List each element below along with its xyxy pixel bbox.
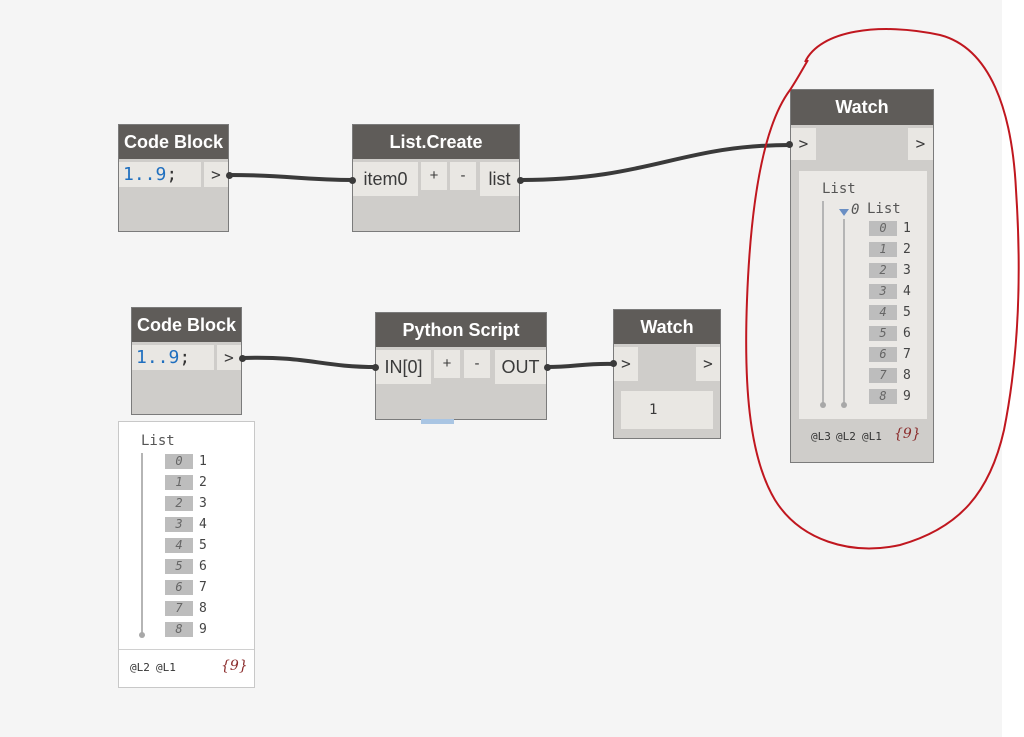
code-input[interactable]: 1..9; bbox=[132, 345, 214, 370]
preview-footer bbox=[119, 649, 254, 650]
list-item-value: 2 bbox=[903, 242, 911, 257]
output-port-list[interactable]: list bbox=[480, 162, 519, 196]
watch-node-small[interactable]: Watch > > 1 bbox=[613, 309, 721, 439]
list-item-value: 4 bbox=[903, 284, 911, 299]
code-terminator: ; bbox=[166, 164, 178, 185]
list-item-index: 1 bbox=[165, 475, 193, 490]
list-item-index: 8 bbox=[165, 622, 193, 637]
input-connector-dot[interactable] bbox=[349, 177, 356, 184]
code-range: 1..9 bbox=[123, 164, 167, 185]
outer-tree-end bbox=[820, 402, 826, 408]
add-input-button[interactable]: + bbox=[421, 162, 447, 190]
list-item-index: 0 bbox=[869, 221, 897, 236]
list-item-value: 9 bbox=[199, 622, 207, 637]
list-item-value: 3 bbox=[903, 263, 911, 278]
tree-line bbox=[141, 453, 143, 635]
list-item-index: 5 bbox=[165, 559, 193, 574]
output-connector-dot[interactable] bbox=[239, 355, 246, 362]
input-port[interactable]: > bbox=[791, 128, 816, 160]
input-port-in0[interactable]: IN[0] bbox=[376, 350, 431, 384]
code-block-node-2[interactable]: Code Block 1..9; > bbox=[131, 307, 242, 415]
list-item-value: 5 bbox=[199, 538, 207, 553]
list-item-index: 1 bbox=[869, 242, 897, 257]
list-item-value: 2 bbox=[199, 475, 207, 490]
list-item-value: 7 bbox=[199, 580, 207, 595]
list-item-index: 7 bbox=[165, 601, 193, 616]
watch-value-display: 1 bbox=[621, 391, 713, 429]
list-item-value: 4 bbox=[199, 517, 207, 532]
preview-toggle-handle[interactable] bbox=[421, 419, 454, 424]
input-connector-dot[interactable] bbox=[610, 360, 617, 367]
python-script-node[interactable]: Python Script IN[0] + - OUT bbox=[375, 312, 547, 420]
output-port[interactable]: > bbox=[217, 345, 241, 370]
item-count: {9} bbox=[221, 658, 248, 674]
list-item-index: 5 bbox=[869, 326, 897, 341]
node-title[interactable]: Watch bbox=[614, 310, 720, 344]
list-item-index: 4 bbox=[165, 538, 193, 553]
output-port[interactable]: > bbox=[908, 128, 933, 160]
remove-input-button[interactable]: - bbox=[450, 162, 476, 190]
output-port-out[interactable]: OUT bbox=[495, 350, 546, 384]
list-item-value: 8 bbox=[199, 601, 207, 616]
input-port[interactable]: > bbox=[614, 347, 638, 381]
list-create-node[interactable]: List.Create item0 + - list bbox=[352, 124, 520, 232]
list-item-index: 6 bbox=[165, 580, 193, 595]
list-item-index: 3 bbox=[165, 517, 193, 532]
output-connector-dot[interactable] bbox=[517, 177, 524, 184]
node-title[interactable]: Code Block bbox=[132, 308, 241, 342]
list-item-index: 7 bbox=[869, 368, 897, 383]
list-item-index: 8 bbox=[869, 389, 897, 404]
input-port-item0[interactable]: item0 bbox=[353, 162, 418, 196]
code-terminator: ; bbox=[179, 347, 191, 368]
list-item-index: 3 bbox=[869, 284, 897, 299]
output-port[interactable]: > bbox=[696, 347, 720, 381]
list-item-value: 6 bbox=[903, 326, 911, 341]
input-connector-dot[interactable] bbox=[786, 141, 793, 148]
preview-list-label: List bbox=[141, 433, 175, 449]
list-item-index: 6 bbox=[869, 347, 897, 362]
node-title[interactable]: List.Create bbox=[353, 125, 519, 159]
remove-input-button[interactable]: - bbox=[464, 350, 490, 378]
list-item-index: 4 bbox=[869, 305, 897, 320]
code-range: 1..9 bbox=[136, 347, 180, 368]
list-item-value: 3 bbox=[199, 496, 207, 511]
list-item-value: 1 bbox=[199, 454, 207, 469]
code-input[interactable]: 1..9; bbox=[119, 162, 201, 187]
add-input-button[interactable]: + bbox=[434, 350, 460, 378]
node-title[interactable]: Code Block bbox=[119, 125, 228, 159]
list-item-value: 7 bbox=[903, 347, 911, 362]
inner-tree-line bbox=[843, 219, 845, 405]
list-item-value: 1 bbox=[903, 221, 911, 236]
collapse-toggle-icon[interactable] bbox=[839, 209, 849, 216]
level-tag[interactable]: @L1 bbox=[862, 430, 882, 443]
node-title[interactable]: Watch bbox=[791, 90, 933, 125]
list-item-index: 2 bbox=[165, 496, 193, 511]
inner-list-label: List bbox=[867, 201, 901, 217]
outer-list-label: List bbox=[822, 181, 856, 197]
level-tag[interactable]: @L3 bbox=[811, 430, 831, 443]
code-block-node-1[interactable]: Code Block 1..9; > bbox=[118, 124, 229, 232]
node-title[interactable]: Python Script bbox=[376, 313, 546, 347]
output-connector-dot[interactable] bbox=[226, 172, 233, 179]
level-tag[interactable]: @L2 bbox=[130, 661, 150, 674]
list-item-value: 6 bbox=[199, 559, 207, 574]
level-tag[interactable]: @L1 bbox=[156, 661, 176, 674]
level-tag[interactable]: @L2 bbox=[836, 430, 856, 443]
tree-line-end bbox=[139, 632, 145, 638]
item-count: {9} bbox=[894, 426, 921, 442]
list-item-index: 0 bbox=[165, 454, 193, 469]
list-item-value: 5 bbox=[903, 305, 911, 320]
output-port[interactable]: > bbox=[204, 162, 228, 187]
outer-tree-line bbox=[822, 201, 824, 405]
list-item-index: 2 bbox=[869, 263, 897, 278]
input-connector-dot[interactable] bbox=[372, 364, 379, 371]
list-item-value: 9 bbox=[903, 389, 911, 404]
output-connector-dot[interactable] bbox=[544, 364, 551, 371]
inner-tree-end bbox=[841, 402, 847, 408]
list-item-value: 8 bbox=[903, 368, 911, 383]
inner-list-index: 0 bbox=[851, 202, 860, 218]
